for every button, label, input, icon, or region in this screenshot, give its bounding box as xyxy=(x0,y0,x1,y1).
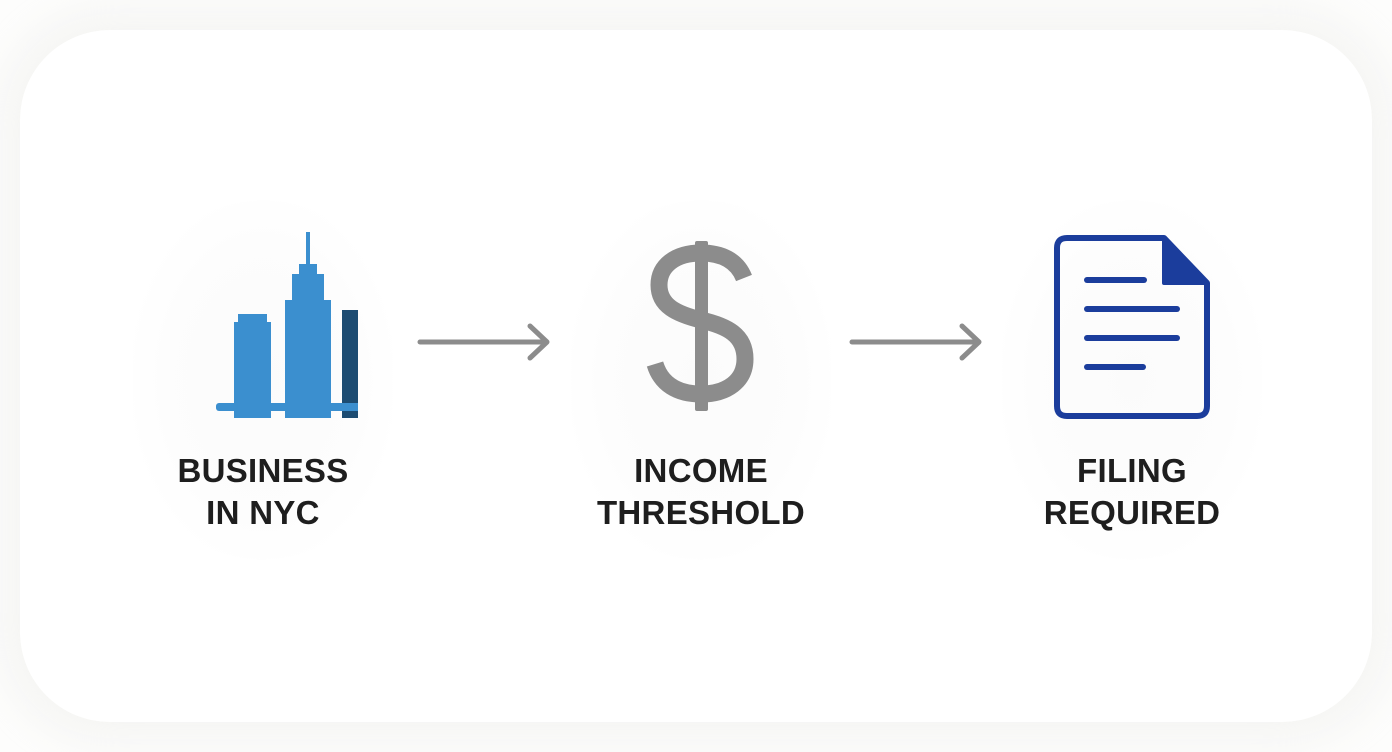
building-tower-upper xyxy=(292,274,324,304)
step-label-line-2: IN NYC xyxy=(206,494,320,531)
building-tower-spire xyxy=(306,232,310,268)
step-business-in-nyc: BUSINESS IN NYC xyxy=(133,200,393,560)
dollar-sign-icon xyxy=(646,241,754,411)
building-right xyxy=(342,310,358,418)
document-icon xyxy=(1054,235,1210,419)
building-tower-crown xyxy=(299,264,317,278)
arrow-right-icon xyxy=(849,323,982,361)
ground-line xyxy=(216,403,358,411)
step-filing-required: FILING REQUIRED xyxy=(1002,200,1262,560)
step-label-line-1: BUSINESS xyxy=(177,452,349,489)
step-label: FILING REQUIRED xyxy=(1002,450,1262,534)
arrow-right-icon xyxy=(417,323,550,361)
building-left xyxy=(234,322,271,418)
building-left-top xyxy=(238,314,267,326)
step-label-line-1: INCOME xyxy=(634,452,768,489)
step-label-line-1: FILING xyxy=(1077,452,1187,489)
step-label: INCOME THRESHOLD xyxy=(571,450,831,534)
building-tower xyxy=(285,300,331,418)
city-buildings-icon xyxy=(216,232,358,418)
step-label: BUSINESS IN NYC xyxy=(133,450,393,534)
step-income-threshold: INCOME THRESHOLD xyxy=(571,200,831,560)
step-label-line-2: REQUIRED xyxy=(1043,494,1221,531)
step-label-line-2: THRESHOLD xyxy=(596,494,806,531)
